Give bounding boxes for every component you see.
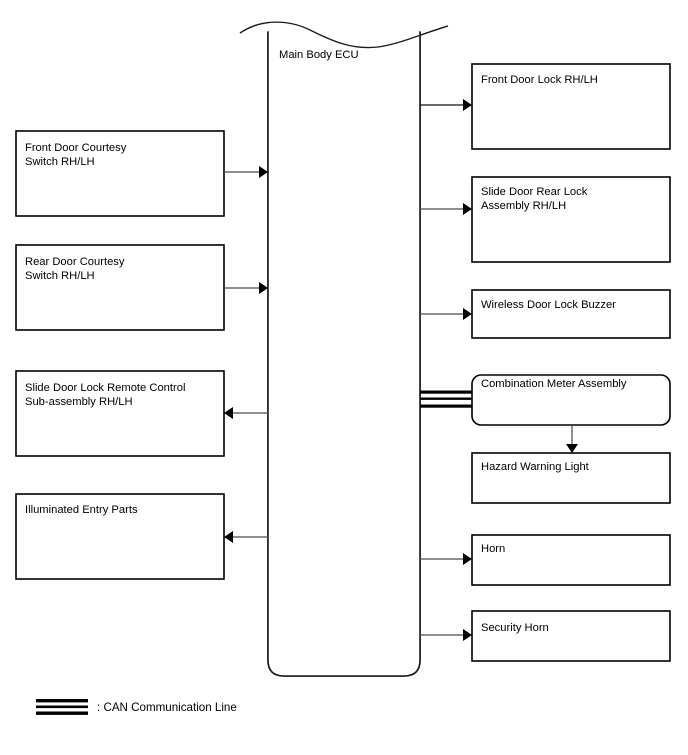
wireless-door-lock-buzzer-node[interactable]: Wireless Door Lock Buzzer [471,289,671,339]
security-horn-node[interactable]: Security Horn [471,610,671,662]
slide-door-lock-remote-control-label-1: Slide Door Lock Remote Control [25,382,185,394]
arrow-head-right-icon [463,629,472,641]
connector-ecu-to-front-door-lock [420,99,472,111]
illuminated-entry-parts-box [15,493,225,580]
illuminated-entry-parts-label-1: Illuminated Entry Parts [25,504,138,516]
slide-door-rear-lock-label-1: Slide Door Rear Lock [481,186,588,198]
front-door-lock-box [471,63,671,150]
connector-rear-courtesy-to-ecu [224,282,268,294]
arrow-head-down-icon [566,444,578,453]
ecu-torn-edge-line [239,21,449,49]
rear-door-courtesy-switch-label-2: Switch RH/LH [25,270,95,282]
arrow-head-right-icon [463,203,472,215]
legend-can-bar-middle [36,705,88,709]
hazard-warning-light-label-1: Hazard Warning Light [481,461,590,473]
can-line-symbol-icon [36,699,88,715]
ecu-outline [267,32,421,677]
connector-front-courtesy-to-ecu [224,166,268,178]
main-body-ecu-node[interactable]: Main Body ECU [239,20,449,677]
slide-door-rear-lock-label-2: Assembly RH/LH [481,200,566,212]
combination-meter-assembly-node[interactable]: Combination Meter Assembly [471,374,671,426]
slide-door-lock-remote-control-label-2: Sub-assembly RH/LH [25,396,133,408]
wireless-door-lock-buzzer-box [471,289,671,339]
arrow-head-right-icon [463,308,472,320]
illuminated-entry-parts-node[interactable]: Illuminated Entry Parts [15,493,225,580]
front-door-lock-node[interactable]: Front Door Lock RH/LH [471,63,671,150]
front-door-courtesy-switch-node[interactable]: Front Door Courtesy Switch RH/LH [15,130,225,217]
ecu-label: Main Body ECU [279,49,359,61]
arrow-head-left-icon [224,407,233,419]
slide-door-lock-remote-control-node[interactable]: Slide Door Lock Remote Control Sub-assem… [15,370,225,457]
slide-door-lock-remote-control-box [15,370,225,457]
can-bar-bottom [420,404,472,408]
hazard-warning-light-box [471,452,671,504]
connector-ecu-to-security-horn [420,629,472,641]
front-door-courtesy-switch-label-1: Front Door Courtesy [25,142,127,154]
slide-door-rear-lock-node[interactable]: Slide Door Rear Lock Assembly RH/LH [471,176,671,263]
legend: : CAN Communication Line [36,699,237,715]
can-bar-middle [420,397,472,400]
slide-door-rear-lock-box [471,176,671,263]
rear-door-courtesy-switch-node[interactable]: Rear Door Courtesy Switch RH/LH [15,244,225,331]
ecu-top-mask [269,20,419,34]
legend-label: : CAN Communication Line [97,701,237,714]
can-bar-top [420,390,472,394]
arrow-head-right-icon [259,166,268,178]
legend-can-bar-bottom [36,711,88,715]
connector-ecu-to-slide-door-remote [224,407,268,419]
can-communication-bus [420,390,472,408]
legend-can-bar-top [36,699,88,703]
combination-meter-assembly-label-1: Combination Meter Assembly [481,378,627,390]
connector-ecu-to-slide-door-rear-lock [420,203,472,215]
horn-label-1: Horn [481,543,505,555]
front-door-courtesy-switch-box [15,130,225,217]
front-door-lock-label-1: Front Door Lock RH/LH [481,74,598,86]
arrow-head-right-icon [463,553,472,565]
wireless-door-lock-buzzer-label-1: Wireless Door Lock Buzzer [481,299,616,311]
hazard-warning-light-node[interactable]: Hazard Warning Light [471,452,671,504]
connector-ecu-to-wireless-buzzer [420,308,472,320]
rear-door-courtesy-switch-label-1: Rear Door Courtesy [25,256,125,268]
connector-meter-to-hazard-light [566,425,578,453]
security-horn-box [471,610,671,662]
arrow-head-right-icon [259,282,268,294]
arrow-head-left-icon [224,531,233,543]
arrow-head-right-icon [463,99,472,111]
connector-ecu-to-illuminated-entry [224,531,268,543]
combination-meter-assembly-box [471,374,671,426]
security-horn-label-1: Security Horn [481,622,549,634]
horn-box [471,534,671,586]
connector-ecu-to-horn [420,553,472,565]
horn-node[interactable]: Horn [471,534,671,586]
front-door-courtesy-switch-label-2: Switch RH/LH [25,156,95,168]
